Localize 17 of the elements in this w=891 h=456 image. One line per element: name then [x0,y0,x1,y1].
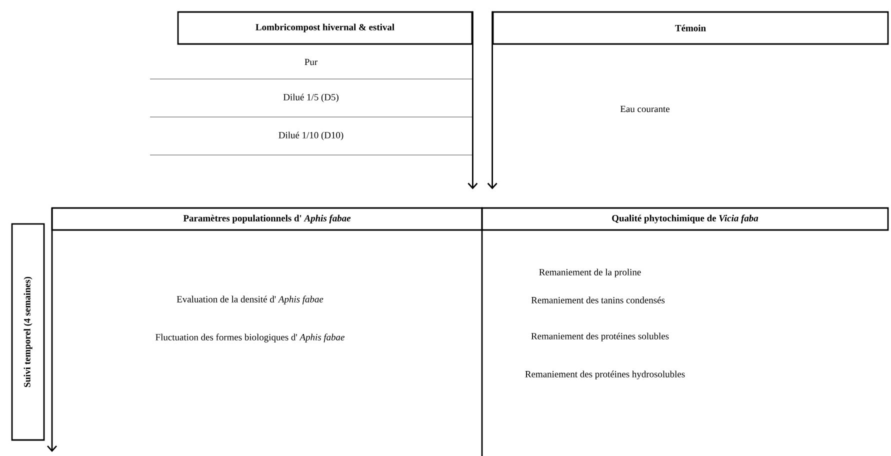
header-box: Lombricompost hivernal & estival [177,11,473,45]
body-text: Remaniement de la proline [539,268,641,278]
table-cell-text: Dilué 1/10 (D10) [278,132,344,140]
vertical-label-box: Suivi temporel (4 semaines) [11,223,45,441]
table-cell-text: Pur [304,58,318,66]
table-cell-text: Dilué 1/5 (D5) [283,94,338,102]
body-text: Evaluation de la densité d' Aphis fabae [176,296,324,304]
arrow [487,11,498,190]
arrow [468,11,478,190]
header-box: Paramètres populationnels d' Aphis fabae [51,207,483,231]
body-text: Eau courante [620,106,670,112]
header-box: Qualité phytochimique de Vicia faba [481,207,889,231]
body-text: Remaniement des tanins condensés [531,296,665,304]
body-text: Remaniement des protéines hydrosolubles [525,370,685,380]
body-text: Fluctuation des formes biologiques d' Aphis fabae [156,334,344,342]
header-box: Témoin [492,11,889,45]
body-text: Remaniement des protéines solubles [531,332,669,342]
